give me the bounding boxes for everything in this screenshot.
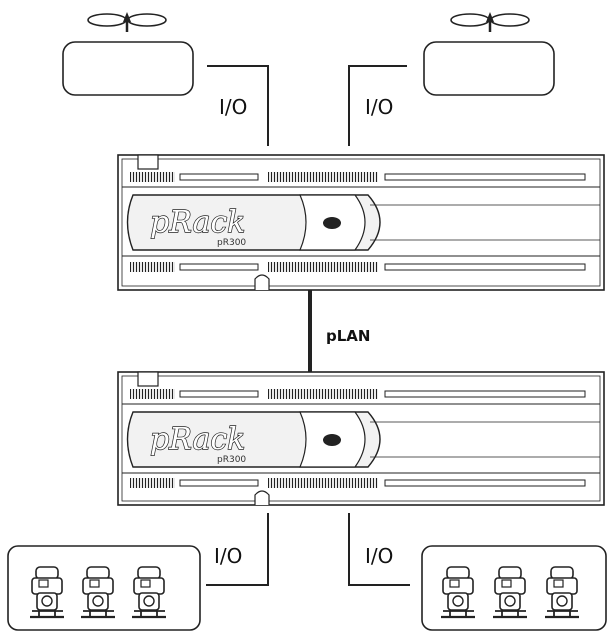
io-wire-top-right bbox=[348, 65, 407, 146]
compressor-rack-left bbox=[7, 545, 201, 631]
io-label-top-left: I/O bbox=[219, 95, 247, 119]
controller-brand: pRack bbox=[150, 205, 245, 240]
io-wire-bottom-right bbox=[348, 513, 410, 586]
fan-unit-icon bbox=[449, 10, 531, 34]
plan-label: pLAN bbox=[326, 327, 370, 345]
io-label-bottom-left: I/O bbox=[214, 544, 242, 568]
controller-brand: pRack bbox=[150, 422, 245, 457]
controller-bottom: pRack pR300 bbox=[117, 371, 605, 506]
controller-model: pR300 bbox=[217, 455, 246, 465]
evaporator-unit-right bbox=[423, 10, 555, 96]
io-label-bottom-right: I/O bbox=[365, 544, 393, 568]
evaporator-unit-left bbox=[62, 10, 194, 96]
controller-model: pR300 bbox=[217, 238, 246, 248]
fan-unit-icon bbox=[86, 10, 168, 34]
io-label-top-right: I/O bbox=[365, 95, 393, 119]
io-wire-bottom-left bbox=[206, 513, 269, 586]
compressor-rack-right bbox=[421, 545, 607, 631]
io-wire-top-left bbox=[207, 65, 269, 146]
controller-top: pRack pR300 bbox=[117, 154, 605, 291]
